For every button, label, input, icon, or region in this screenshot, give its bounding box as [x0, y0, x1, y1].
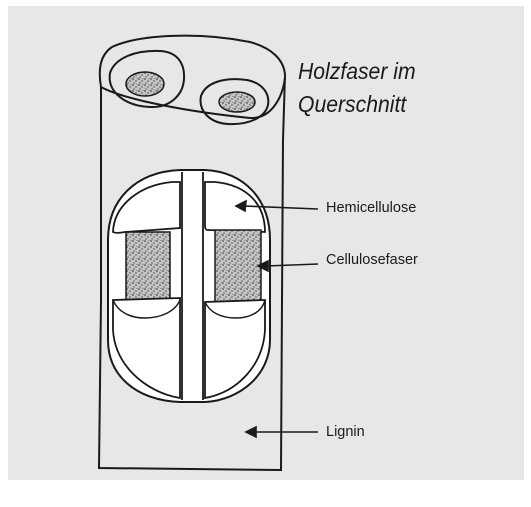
label-lignin: Lignin — [326, 424, 365, 440]
label-hemicellulose: Hemicellulose — [326, 200, 416, 216]
right-lumen-core — [219, 92, 255, 112]
title-line-2: Querschnitt — [298, 90, 406, 118]
cellulose-fiber-left — [126, 232, 170, 300]
hemicellulose-lower-right — [205, 300, 265, 398]
arrow-cellulosefaser — [258, 261, 318, 271]
left-lumen-core — [126, 72, 164, 96]
label-cellulosefaser: Cellulosefaser — [326, 252, 418, 268]
cellulose-fiber-right — [215, 230, 261, 302]
title-line-1: Holzfaser im — [298, 57, 416, 85]
hemicellulose-upper-left — [113, 182, 180, 233]
